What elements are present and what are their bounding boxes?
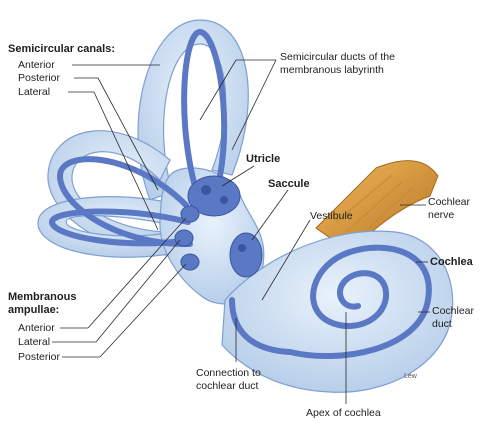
- artist-signature: Lew: [404, 373, 418, 380]
- label-apex: Apex of cochlea: [306, 407, 381, 419]
- label-anterior-ampulla: Anterior: [18, 322, 55, 334]
- label-lateral-canal: Lateral: [18, 86, 50, 98]
- label-vestibule: Vestibule: [310, 210, 353, 222]
- label-saccule: Saccule: [268, 178, 310, 190]
- label-semicircular-canals: Semicircular canals:: [8, 43, 115, 55]
- leader-lines: [52, 59, 430, 404]
- label-cochlear-nerve: Cochlear: [428, 196, 471, 208]
- label-utricle: Utricle: [246, 153, 280, 165]
- label-membranous-ampullae-2: ampullae:: [8, 304, 59, 316]
- membranous-labyrinth: [48, 28, 432, 360]
- label-lateral-ampulla: Lateral: [18, 336, 50, 348]
- label-posterior-canal: Posterior: [18, 72, 61, 84]
- label-semicircular-ducts: Semicircular ducts of the: [280, 51, 395, 63]
- label-cochlear-duct-2: duct: [432, 318, 452, 330]
- label-posterior-ampulla: Posterior: [18, 351, 61, 363]
- label-semicircular-ducts-2: membranous labyrinth: [280, 64, 384, 76]
- label-anterior-canal: Anterior: [18, 59, 55, 71]
- label-cochlear-nerve-2: nerve: [428, 209, 454, 221]
- membranous-highlights: [201, 185, 246, 252]
- label-membranous-ampullae: Membranous: [8, 291, 76, 303]
- label-cochlea: Cochlea: [430, 256, 474, 268]
- label-cochlear-duct: Cochlear: [432, 305, 475, 317]
- label-connection-2: cochlear duct: [196, 380, 259, 392]
- label-connection: Connection to: [196, 367, 261, 379]
- membranous-core: [174, 175, 263, 278]
